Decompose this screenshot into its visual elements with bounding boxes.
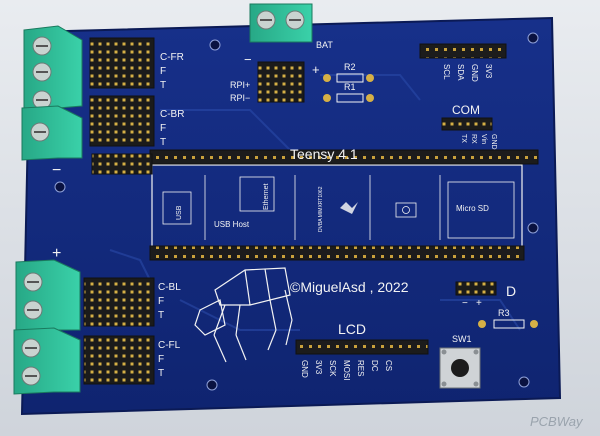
r2-label: R2 — [344, 62, 356, 72]
resistor-r3 — [478, 319, 538, 329]
t-label-fr: T — [160, 80, 166, 91]
resistor-r1 — [323, 93, 374, 103]
uart-pin-rx: RX — [470, 134, 477, 144]
terminal-block-front-right — [23, 25, 83, 111]
sw1-label: SW1 — [452, 334, 472, 344]
f-label-fl: F — [158, 354, 164, 365]
board-title: Teensy 4.1 — [290, 146, 358, 162]
copyright-text: ©MiguelAsd , 2022 — [290, 279, 409, 295]
r3-label: R3 — [498, 308, 510, 318]
mount-hole — [206, 379, 218, 391]
lcd-header — [295, 339, 429, 355]
chip-label: DVBA MIMXRT1062 — [318, 186, 324, 232]
t-label-bl: T — [158, 310, 164, 321]
microsd-outline — [447, 181, 515, 239]
nxp-chip-icon — [340, 202, 358, 214]
lcd-pin-gnd: GND — [300, 360, 309, 378]
f-label-br: F — [160, 123, 166, 134]
lcd-pin-sck: SCK — [328, 360, 337, 377]
terminal-block-back-left — [15, 259, 81, 333]
ethernet-outline — [239, 176, 275, 212]
button-outline — [395, 202, 417, 218]
terminal-block-front-left — [13, 327, 81, 395]
watermark-text: PCBWay — [530, 414, 584, 429]
uart-pin-tx: TX — [460, 134, 467, 143]
c-br-label: C-BR — [160, 109, 184, 120]
servo-header-fl — [83, 335, 155, 385]
com-pin-3v3: 3V3 — [484, 64, 493, 79]
c-fr-label: C-FR — [160, 52, 184, 63]
battery-terminal — [249, 3, 313, 43]
lcd-pin-3v3: 3V3 — [314, 360, 323, 375]
led-header — [455, 281, 497, 296]
bat-label: BAT — [316, 40, 333, 50]
teensy-header-bottom — [149, 245, 525, 261]
left-plus-label: + — [52, 245, 61, 262]
resistor-r2 — [323, 73, 374, 83]
servo-header-bl — [83, 277, 155, 327]
com-label: COM — [452, 103, 480, 117]
usb-outline — [162, 191, 192, 225]
com-pin-gnd: GND — [470, 64, 479, 82]
bat-minus-label: − — [244, 52, 252, 67]
led-label: D — [506, 283, 516, 299]
uart-header — [441, 117, 493, 131]
uart-pin-vin: Vin — [480, 134, 487, 144]
lcd-pin-res: RES — [356, 360, 365, 376]
mount-hole — [527, 32, 539, 44]
usb-host-label: USB Host — [214, 220, 250, 229]
servo-header-extra — [91, 153, 153, 175]
robot-dog-logo-icon — [194, 267, 293, 363]
rpi-minus-label: RPI− — [230, 93, 250, 103]
t-label-br: T — [160, 137, 166, 148]
mount-hole — [527, 222, 539, 234]
servo-header-br — [89, 95, 155, 147]
com-header — [419, 43, 507, 59]
r1-label: R1 — [344, 82, 356, 92]
led-minus-label: − — [462, 298, 468, 309]
rpi-power-header — [257, 61, 305, 103]
f-label-bl: F — [158, 296, 164, 307]
led-plus-label: + — [476, 298, 482, 309]
lcd-pin-mosi: MOSI — [342, 360, 351, 380]
servo-header-fr — [89, 37, 155, 89]
lcd-pin-cs: CS — [384, 360, 393, 371]
left-minus-label: − — [52, 162, 61, 179]
micro-sd-label: Micro SD — [456, 204, 489, 213]
usb-label: USB — [176, 205, 183, 220]
terminal-block-back-right — [21, 105, 83, 161]
c-fl-label: C-FL — [158, 340, 181, 351]
t-label-fl: T — [158, 368, 164, 379]
lcd-label: LCD — [338, 321, 366, 337]
mount-hole — [518, 376, 530, 388]
mount-hole — [54, 181, 66, 193]
bat-plus-label: + — [312, 62, 320, 77]
f-label-fr: F — [160, 66, 166, 77]
ethernet-label: Ethernet — [263, 183, 270, 210]
com-pin-scl: SCL — [442, 64, 451, 80]
pushbutton-sw1 — [439, 347, 481, 389]
lcd-pin-dc: DC — [370, 360, 379, 372]
uart-pin-gnd: GND — [490, 134, 497, 150]
rpi-plus-label: RPI+ — [230, 80, 250, 90]
c-bl-label: C-BL — [158, 282, 181, 293]
mount-hole — [209, 39, 221, 51]
com-pin-sda: SDA — [456, 64, 465, 81]
